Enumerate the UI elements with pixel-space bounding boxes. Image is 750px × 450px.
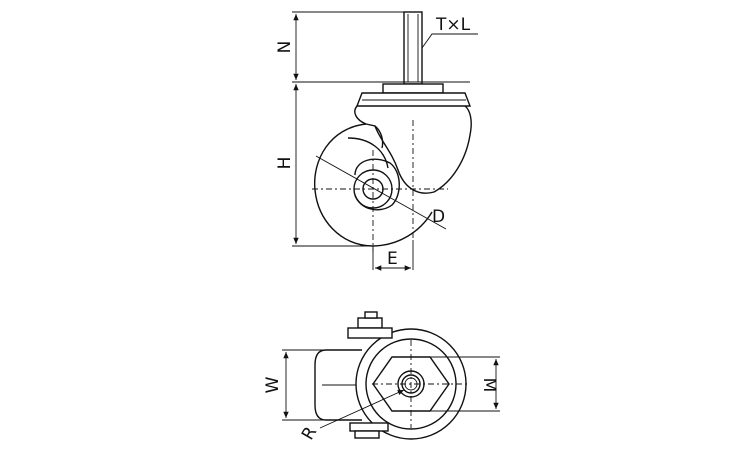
top-view: [282, 311, 500, 440]
body-outline: [314, 349, 362, 421]
label-r: R: [298, 423, 321, 443]
radius-leader: [319, 389, 405, 429]
label-n: N: [275, 41, 295, 54]
side-nut-bottom: [349, 422, 389, 439]
label-w: W: [263, 376, 283, 393]
diameter-leader: [315, 155, 447, 230]
label-e: E: [387, 249, 398, 269]
label-thread: T×L: [435, 15, 471, 35]
label-d: D: [432, 207, 445, 227]
side-nut-top: [347, 311, 393, 339]
thread-leader: [421, 33, 478, 49]
label-h: H: [275, 157, 295, 170]
side-view: [292, 11, 478, 271]
wheel-outline: [314, 123, 433, 247]
label-m: M: [479, 378, 499, 393]
threaded-stem: [403, 11, 423, 85]
top-plate: [355, 83, 472, 107]
